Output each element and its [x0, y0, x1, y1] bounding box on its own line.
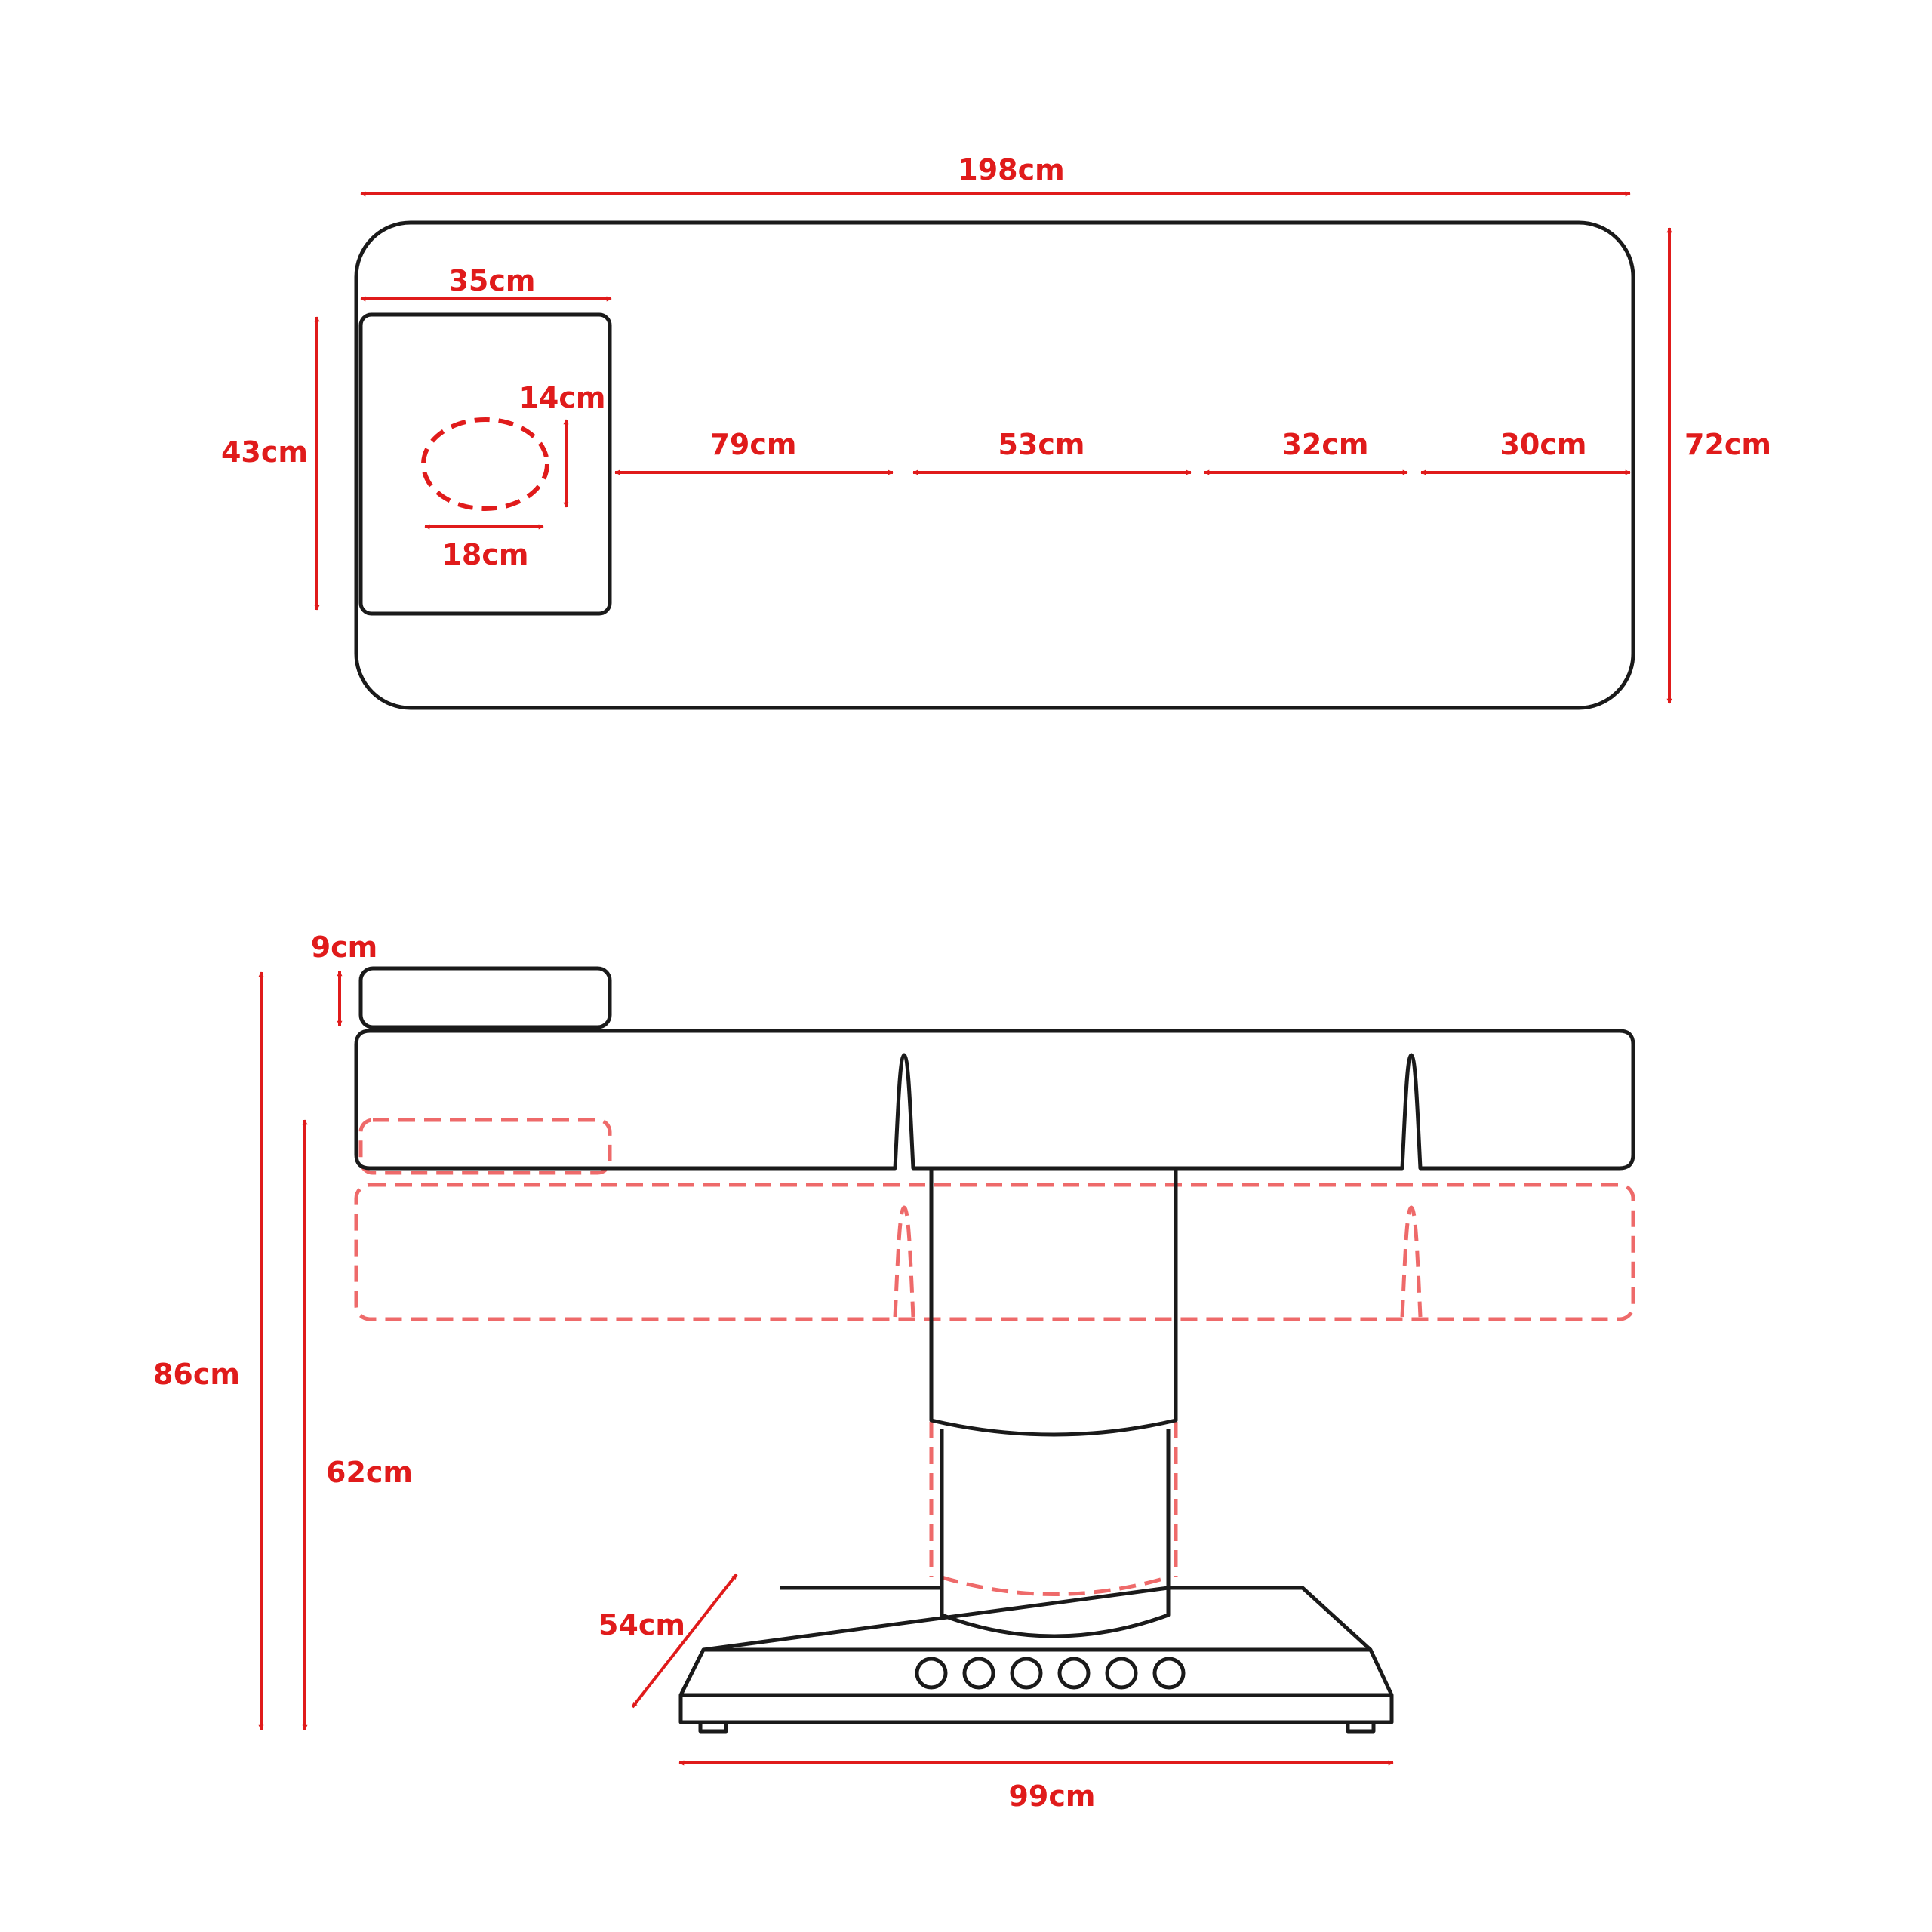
label-section-3: 32cm — [1281, 428, 1368, 461]
label-section-2: 53cm — [998, 428, 1084, 461]
label-section-1: 79cm — [709, 428, 796, 461]
control-button[interactable] — [915, 1657, 948, 1690]
top-view: 198cm 72cm 35cm 43cm 14cm 18cm 79cm 53cm… — [221, 153, 1771, 710]
control-button[interactable] — [1057, 1657, 1091, 1690]
lowered-position-ghost — [354, 1118, 1635, 1596]
table-top-outline — [354, 220, 1635, 710]
label-overall-width: 72cm — [1684, 428, 1771, 461]
side-view: 9cm 86cm 62cm 54cm 99cm — [153, 931, 1635, 1813]
column-upper — [929, 1168, 1178, 1437]
label-headrest-length: 35cm — [448, 264, 535, 297]
headrest-side-outline — [358, 966, 612, 1029]
label-face-hole-height: 14cm — [518, 381, 605, 414]
control-button[interactable] — [962, 1657, 995, 1690]
face-hole — [421, 417, 549, 511]
base-foot-left — [698, 1720, 728, 1734]
column-lower — [940, 1429, 1171, 1638]
base-outline — [678, 1586, 1394, 1724]
label-base-width: 99cm — [1008, 1780, 1095, 1813]
base-foot-right — [1346, 1720, 1376, 1734]
label-max-height: 86cm — [153, 1358, 240, 1391]
label-overall-length: 198cm — [958, 153, 1064, 186]
label-headrest-width: 43cm — [221, 435, 308, 469]
control-button[interactable] — [1152, 1657, 1186, 1690]
label-min-height: 62cm — [326, 1456, 413, 1489]
control-button[interactable] — [1010, 1657, 1043, 1690]
control-buttons — [915, 1657, 1186, 1690]
label-section-4: 30cm — [1500, 428, 1586, 461]
dim-line-base-depth — [631, 1573, 738, 1709]
headrest-top-outline — [358, 312, 612, 616]
label-headrest-thickness: 9cm — [311, 931, 378, 964]
label-base-depth: 54cm — [598, 1608, 685, 1641]
label-face-hole-width: 18cm — [441, 538, 528, 571]
table-top-side-outline — [354, 1029, 1635, 1171]
control-button[interactable] — [1105, 1657, 1138, 1690]
